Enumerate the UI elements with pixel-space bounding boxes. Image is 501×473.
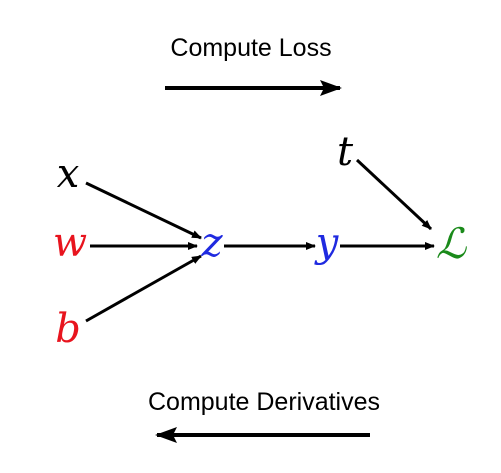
node-y: y [314,220,340,266]
node-x: x [57,151,80,197]
node-w: w [53,220,87,266]
edge-x-to-z [85,181,202,240]
node-b: b [55,306,81,352]
edge-b-to-z [85,254,202,323]
compute-derivatives-caption: Compute Derivatives [148,388,380,416]
edge-t-to-loss [355,158,433,231]
node-z: z [200,220,223,266]
compute-loss-caption: Compute Loss [170,34,331,62]
node-t: t [337,129,354,175]
node-loss: ℒ [436,219,467,268]
